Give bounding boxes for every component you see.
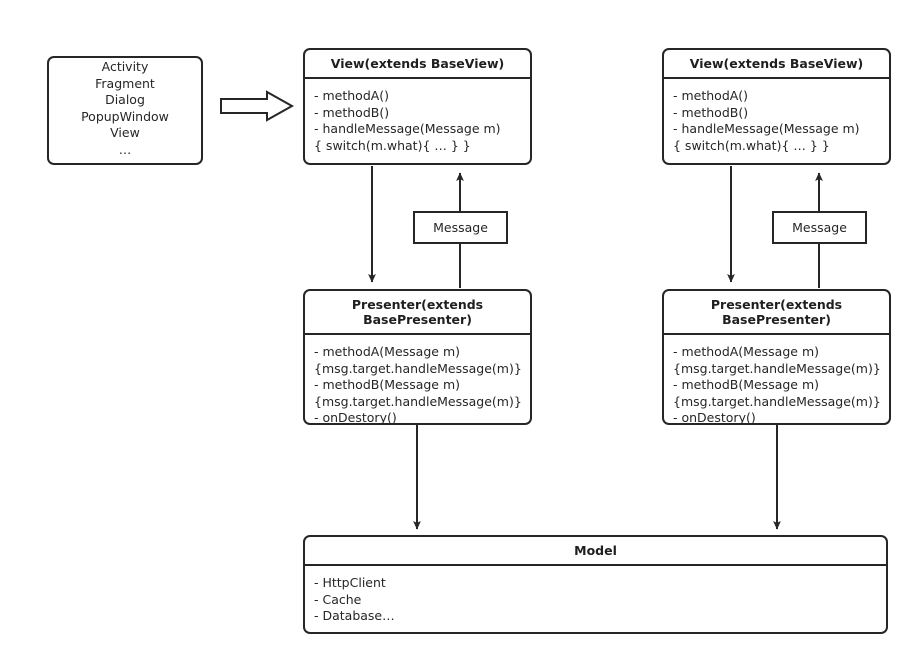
left-view-members: - methodA() - methodB() - handleMessage(…: [314, 88, 501, 153]
left-view-title: View(extends BaseView): [305, 50, 530, 79]
right-view-box[interactable]: View(extends BaseView) - methodA() - met…: [662, 48, 891, 165]
right-presenter-members: - methodA(Message m) {msg.target.handleM…: [673, 344, 881, 425]
right-message-box[interactable]: Message: [772, 211, 867, 244]
model-title: Model: [305, 537, 886, 566]
left-presenter-title: Presenter(extends BasePresenter): [305, 291, 530, 335]
right-view-members: - methodA() - methodB() - handleMessage(…: [673, 88, 860, 153]
right-presenter-title: Presenter(extends BasePresenter): [664, 291, 889, 335]
block-arrow-right-icon: [220, 90, 295, 122]
source-components-box[interactable]: Activity Fragment Dialog PopupWindow Vie…: [47, 56, 203, 165]
left-message-label: Message: [433, 220, 488, 235]
left-view-box[interactable]: View(extends BaseView) - methodA() - met…: [303, 48, 532, 165]
left-presenter-box[interactable]: Presenter(extends BasePresenter) - metho…: [303, 289, 532, 425]
model-box[interactable]: Model - HttpClient - Cache - Database…: [303, 535, 888, 634]
left-message-box[interactable]: Message: [413, 211, 508, 244]
right-view-title: View(extends BaseView): [664, 50, 889, 79]
model-members: - HttpClient - Cache - Database…: [314, 575, 395, 623]
right-message-label: Message: [792, 220, 847, 235]
right-presenter-box[interactable]: Presenter(extends BasePresenter) - metho…: [662, 289, 891, 425]
source-components-text: Activity Fragment Dialog PopupWindow Vie…: [81, 59, 169, 157]
left-presenter-members: - methodA(Message m) {msg.target.handleM…: [314, 344, 522, 425]
